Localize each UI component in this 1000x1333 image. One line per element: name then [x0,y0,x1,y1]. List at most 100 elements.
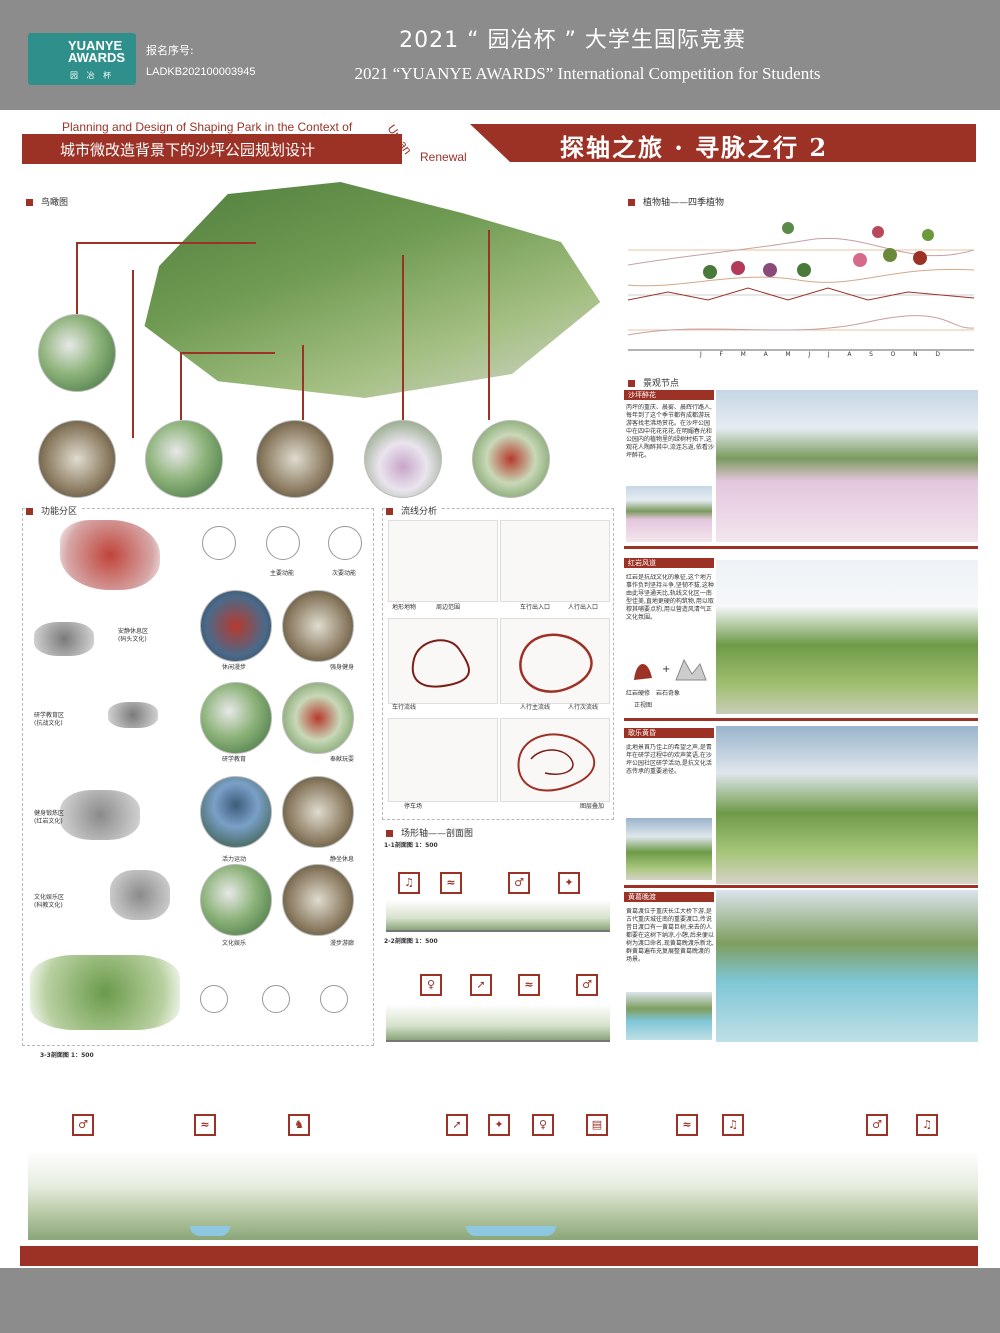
activity-circle-4 [282,682,354,754]
activity-circle-2 [282,590,354,662]
node-label-3: 歌乐黄昏 [624,728,714,738]
red-rock-diagram: + [626,650,712,690]
section-3-profile [28,1150,978,1240]
detail-circle-1 [38,314,116,392]
detail-circle-6 [472,420,550,498]
month-label: N [913,351,918,358]
leader-line [488,230,490,420]
overlay-route-svg [517,733,596,792]
month-label: M [785,351,791,358]
footer-bar [0,1268,1000,1333]
plant-chart-svg [627,222,975,351]
leader-line [402,255,404,420]
competition-title-en: 2021 “YUANYE AWARDS” International Compe… [354,64,821,83]
legend-label: 人行出入口 [568,604,599,611]
leader-line [180,352,182,420]
dog-walking-icon: ♞ [288,1114,310,1136]
plan-vehicle [388,618,498,704]
project-title-en-renewal: Renewal [420,150,467,164]
vehicle-route-svg [411,639,470,688]
activity-circle-5 [200,776,272,848]
activity-label: 休闲漫步 [222,664,247,671]
node-text-4: 黄葛渡位于重庆长江大桥下游,是古代重庆城往南的重要渡口,传说昔日渡口有一黄葛巨树… [626,908,714,963]
legend-label: 车行流线 [392,704,417,711]
section-1-label: 1-1剖面图 1：500 [384,842,438,849]
activity-circle-1 [200,590,272,662]
zone-label-1: 安静休息区 (码头文化) [118,628,149,643]
legend-label: 图层叠加 [580,803,605,810]
registration-label: 报名序号: [146,44,194,57]
activity-circle-8 [282,864,354,936]
section-axis-title: 场形轴——剖面图 [386,826,473,839]
node-photo-small-4 [626,992,712,1040]
plan-terrain [388,520,498,602]
plan-pedestrian [500,618,610,704]
leader-line [76,242,78,314]
activity-circle-6 [282,776,354,848]
activity-label: 漫步游廊 [330,940,355,947]
legend-label: 人行主流线 [520,704,551,711]
month-label: S [869,351,873,358]
activity-label: 研学教育 [222,756,247,763]
section-aerial-title: 鸟瞰图 [26,195,68,208]
zone-map-1 [34,622,94,656]
activity-label: 文化娱乐 [222,940,247,947]
rock-tag: 岩石奇象 [656,690,681,697]
competition-title-cn: 2021 “ 园冶杯 ” 大学生国际竞赛 [399,28,746,53]
month-label: F [719,351,723,358]
exercise-icon: ✦ [558,872,580,894]
rock-tag: 红岩硬修 [626,690,651,697]
divider [624,546,978,549]
node-photo-small-1 [626,486,712,542]
month-label: A [763,351,768,358]
rowing-icon: ≈ [518,974,540,996]
activity-label: 静坐休息 [330,856,355,863]
section-2-profile [386,1004,610,1042]
node-text-2: 红岩是抗战文化的象征,这个地方事作负判坚持斗争,坚韧不拔,这种由此导坚通天比,轨… [626,574,714,621]
leader-line [302,345,304,420]
move-label-main: 主要动能 [270,570,295,577]
node-text-1: 丙坪的重庆、晨雾、晨辉行路人,每年到了这个季节都有成都游玩游客找老沸场赏花。在沙… [626,404,714,459]
node-photo-2 [716,560,978,714]
node-photo-4 [716,890,978,1042]
title-band-right [470,124,976,162]
activity-label: 强身健身 [330,664,355,671]
detail-circle-5 [364,420,442,498]
zone-map-3 [60,790,140,840]
logo-mark [28,33,136,85]
section-zoning-title: 功能分区 [26,504,82,517]
divider [624,885,978,888]
guitar-icon: ♫ [398,872,420,894]
activity-label: 奉献玩耍 [330,756,355,763]
node-label-2: 红岩风道 [624,558,714,568]
restroom-icon: ♀ [532,1114,554,1136]
curve-move-icon [266,526,300,560]
series-title: 探轴之旅 · 寻脉之行 2 [560,133,829,162]
guitar-icon: ♫ [916,1114,938,1136]
node-photo-small-3 [626,818,712,880]
walking-icon: ♂ [508,872,530,894]
node-text-3: 此地景首乃佳上的希望之声,是青年在研学过程中的欢声笑语,在沙坪公园社区研学活动,… [626,744,712,775]
running-icon: ➚ [446,1114,468,1136]
node-photo-1 [716,390,978,542]
logo-text: YUANYE AWARDS [68,38,126,65]
running-icon: ➚ [470,974,492,996]
zone-map-2 [108,702,158,728]
node-label-1: 沙坪醉花 [624,390,714,400]
section-1-profile [386,900,610,932]
walking-icon: ♂ [866,1114,888,1136]
rock-tags: 红岩硬修 岩石奇象 [626,690,712,698]
month-label: O [890,351,896,358]
divider [624,718,978,721]
zone-label-2: 研学教育区 (抗战文化) [34,712,65,727]
circulation-panel [382,508,614,820]
title-band-left [22,134,402,164]
main-move-icon [202,526,236,560]
walking-icon: ♂ [576,974,598,996]
registration-number: LADKB202100003945 [146,66,256,78]
leader-line [132,270,134,438]
sub-move-icon [328,526,362,560]
leader-line [76,242,256,244]
idea-icon [200,985,228,1013]
plan-parking [388,718,498,802]
